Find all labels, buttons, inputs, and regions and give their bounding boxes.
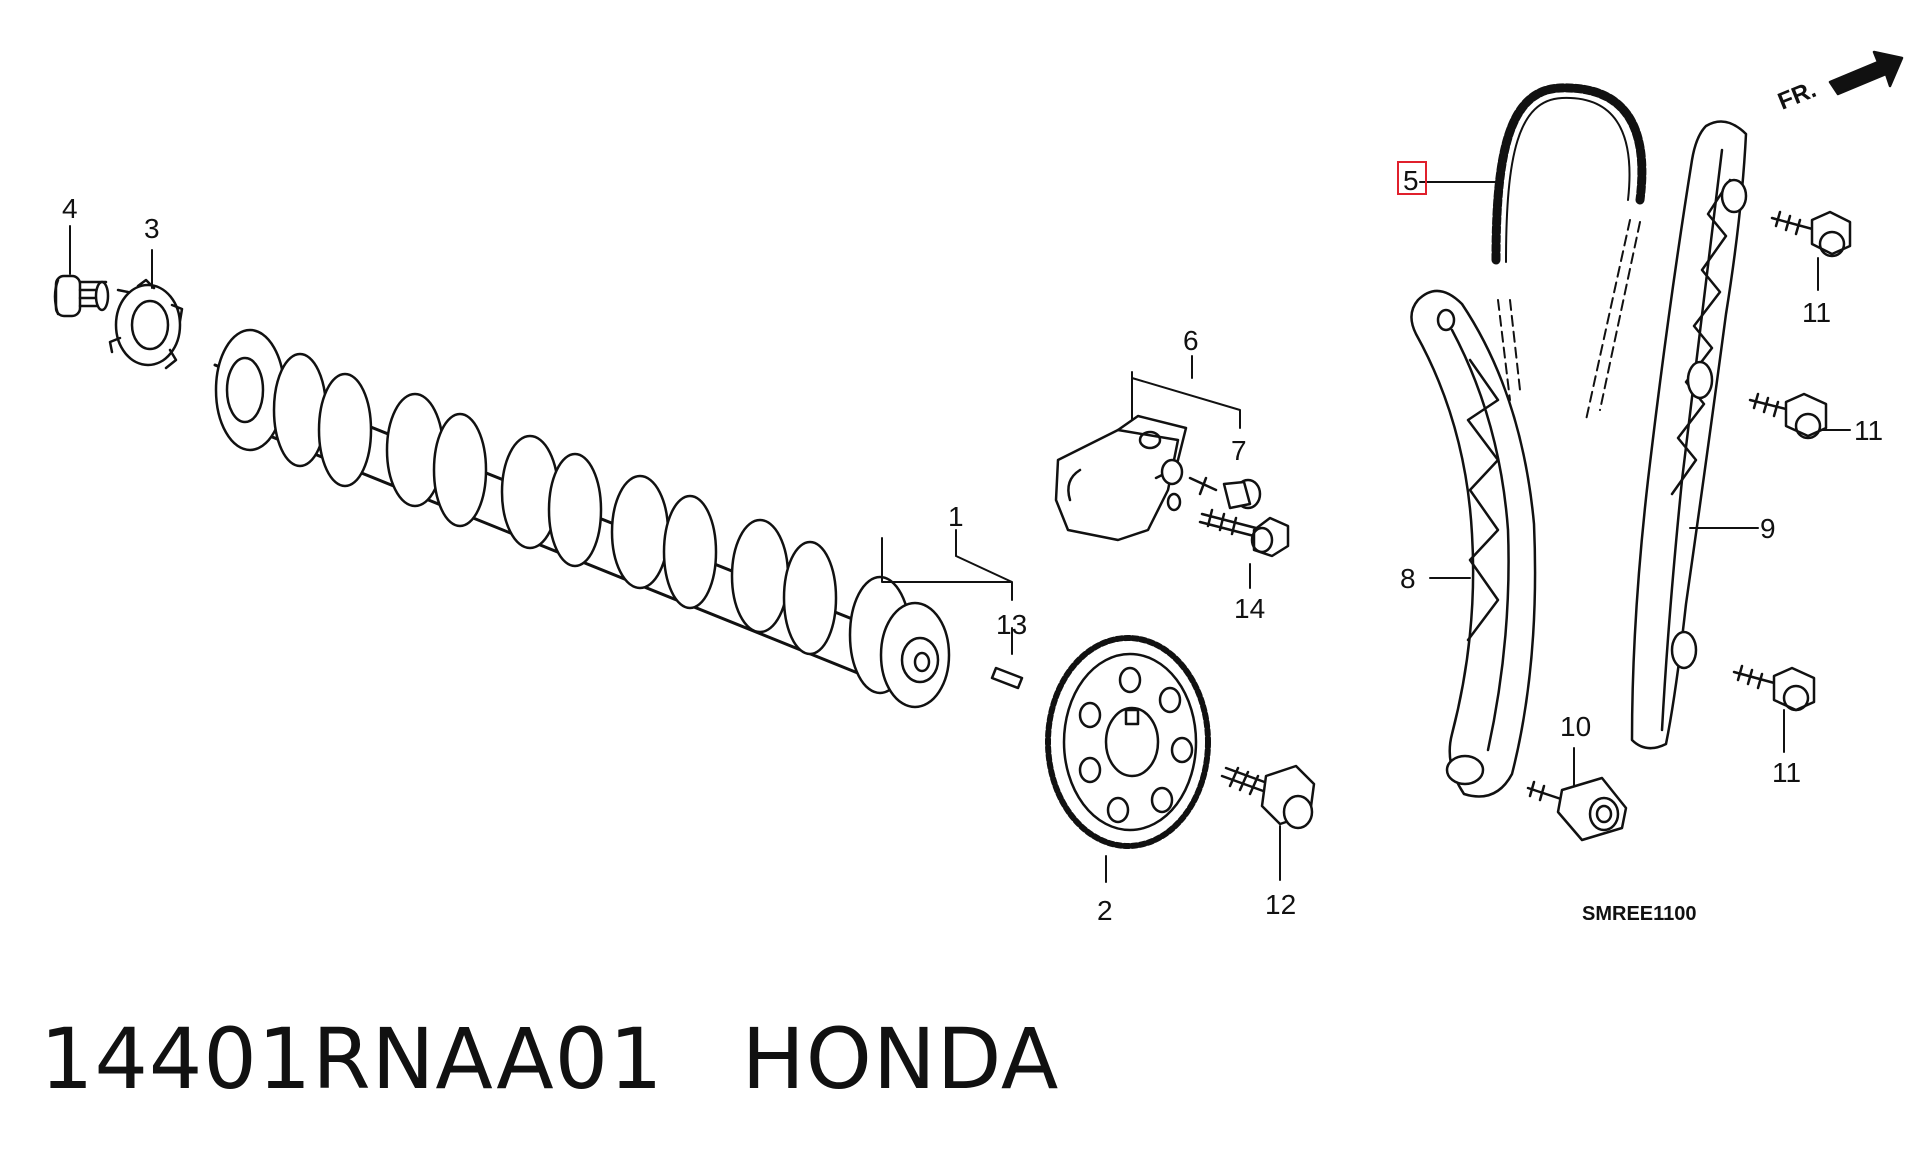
callout-13[interactable]: 13 — [996, 609, 1027, 640]
brand-name: HONDA — [741, 1010, 1060, 1108]
callout-4[interactable]: 4 — [62, 193, 78, 224]
callout-3[interactable]: 3 — [144, 213, 160, 244]
plug-bolt-part-4[interactable] — [53, 274, 110, 318]
callout-7[interactable]: 7 — [1231, 435, 1247, 466]
leader-lines — [69, 181, 1851, 883]
chain-tensioner-part-6[interactable] — [1054, 414, 1188, 542]
callout-11-upper[interactable]: 11 — [1802, 297, 1831, 328]
callout-11-middle[interactable]: 11 — [1854, 415, 1883, 446]
front-direction-label: FR. — [1774, 76, 1820, 116]
part-caption: 14401RNAA01 HONDA — [40, 1010, 1059, 1108]
callout-11-lower[interactable]: 11 — [1772, 757, 1801, 788]
camshaft-sprocket-part-2[interactable] — [1045, 635, 1211, 849]
bolt-part-11-middle[interactable] — [1748, 392, 1828, 440]
callout-2[interactable]: 2 — [1097, 895, 1113, 926]
bolt-part-7[interactable] — [1188, 476, 1262, 510]
callout-12[interactable]: 12 — [1265, 889, 1296, 920]
callout-8[interactable]: 8 — [1400, 563, 1416, 594]
cam-chain-part-5[interactable] — [1491, 83, 1647, 421]
callout-10[interactable]: 10 — [1560, 711, 1591, 742]
exploded-parts-diagram: 1 2 3 4 5 6 7 8 9 10 11 11 11 12 13 14 F… — [53, 50, 1904, 926]
bolt-part-14[interactable] — [1198, 508, 1290, 558]
sprocket-bolt-part-12[interactable] — [1220, 764, 1316, 830]
drawing-code: SMREE1100 — [1582, 903, 1697, 925]
dowel-pin-part-13[interactable] — [990, 666, 1024, 690]
callout-9[interactable]: 9 — [1760, 513, 1776, 544]
callout-5[interactable]: 5 — [1403, 165, 1419, 196]
callout-14[interactable]: 14 — [1234, 593, 1265, 624]
chain-guide-part-9[interactable] — [1630, 120, 1748, 750]
front-direction-arrow — [1828, 50, 1904, 96]
camshaft-part-1[interactable] — [213, 328, 951, 709]
part-number: 14401RNAA01 — [40, 1010, 664, 1108]
callout-5-highlight — [1397, 161, 1427, 195]
pulse-plate-part-3[interactable] — [108, 278, 184, 370]
callout-6[interactable]: 6 — [1183, 325, 1199, 356]
pivot-bolt-part-10[interactable] — [1526, 776, 1628, 842]
tensioner-arm-part-8[interactable] — [1410, 289, 1537, 798]
callout-labels: 1 2 3 4 5 6 7 8 9 10 11 11 11 12 13 14 — [62, 165, 1883, 926]
callout-1[interactable]: 1 — [948, 501, 964, 532]
bolt-part-11-upper[interactable] — [1770, 210, 1852, 258]
bolt-part-11-lower[interactable] — [1732, 664, 1816, 712]
